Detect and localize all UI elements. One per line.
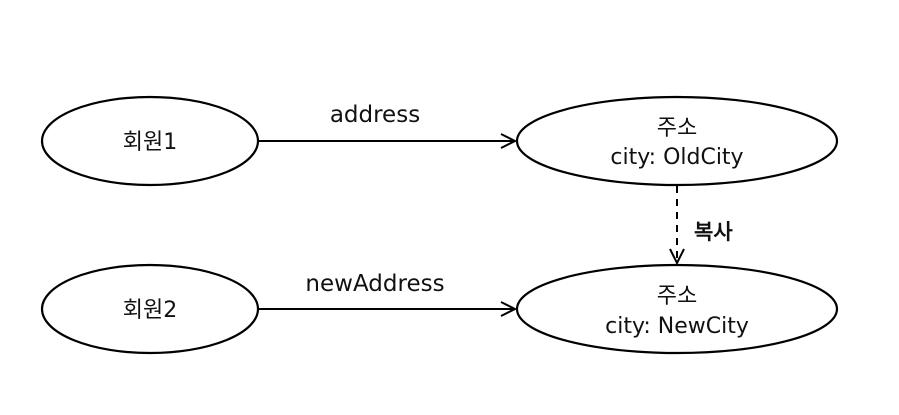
edge-member1-address-label: address	[330, 102, 420, 128]
member1-node[interactable]: 회원1	[40, 95, 260, 187]
address-old-title: 주소	[657, 116, 697, 141]
address-new-title: 주소	[657, 284, 697, 309]
member2-label: 회원2	[123, 298, 177, 323]
address-old-city: city: OldCity	[610, 145, 743, 170]
member1-label: 회원1	[123, 130, 177, 155]
edge-copy: 복사	[669, 186, 733, 266]
address-new-node[interactable]: 주소 city: NewCity	[515, 263, 839, 355]
edge-member2-newaddress-arrowhead	[500, 301, 518, 317]
address-new-ellipse	[515, 263, 839, 355]
address-old-ellipse	[515, 95, 839, 187]
edge-copy-label: 복사	[694, 220, 733, 244]
edge-member2-newaddress-label: newAddress	[305, 271, 444, 297]
edge-copy-arrowhead	[669, 248, 685, 266]
address-new-city: city: NewCity	[605, 314, 749, 339]
member2-node[interactable]: 회원2	[40, 263, 260, 355]
edge-member2-newaddress: newAddress	[258, 271, 518, 317]
address-old-node[interactable]: 주소 city: OldCity	[515, 95, 839, 187]
edge-member1-address: address	[258, 102, 518, 149]
edge-member1-address-arrowhead	[500, 133, 518, 149]
